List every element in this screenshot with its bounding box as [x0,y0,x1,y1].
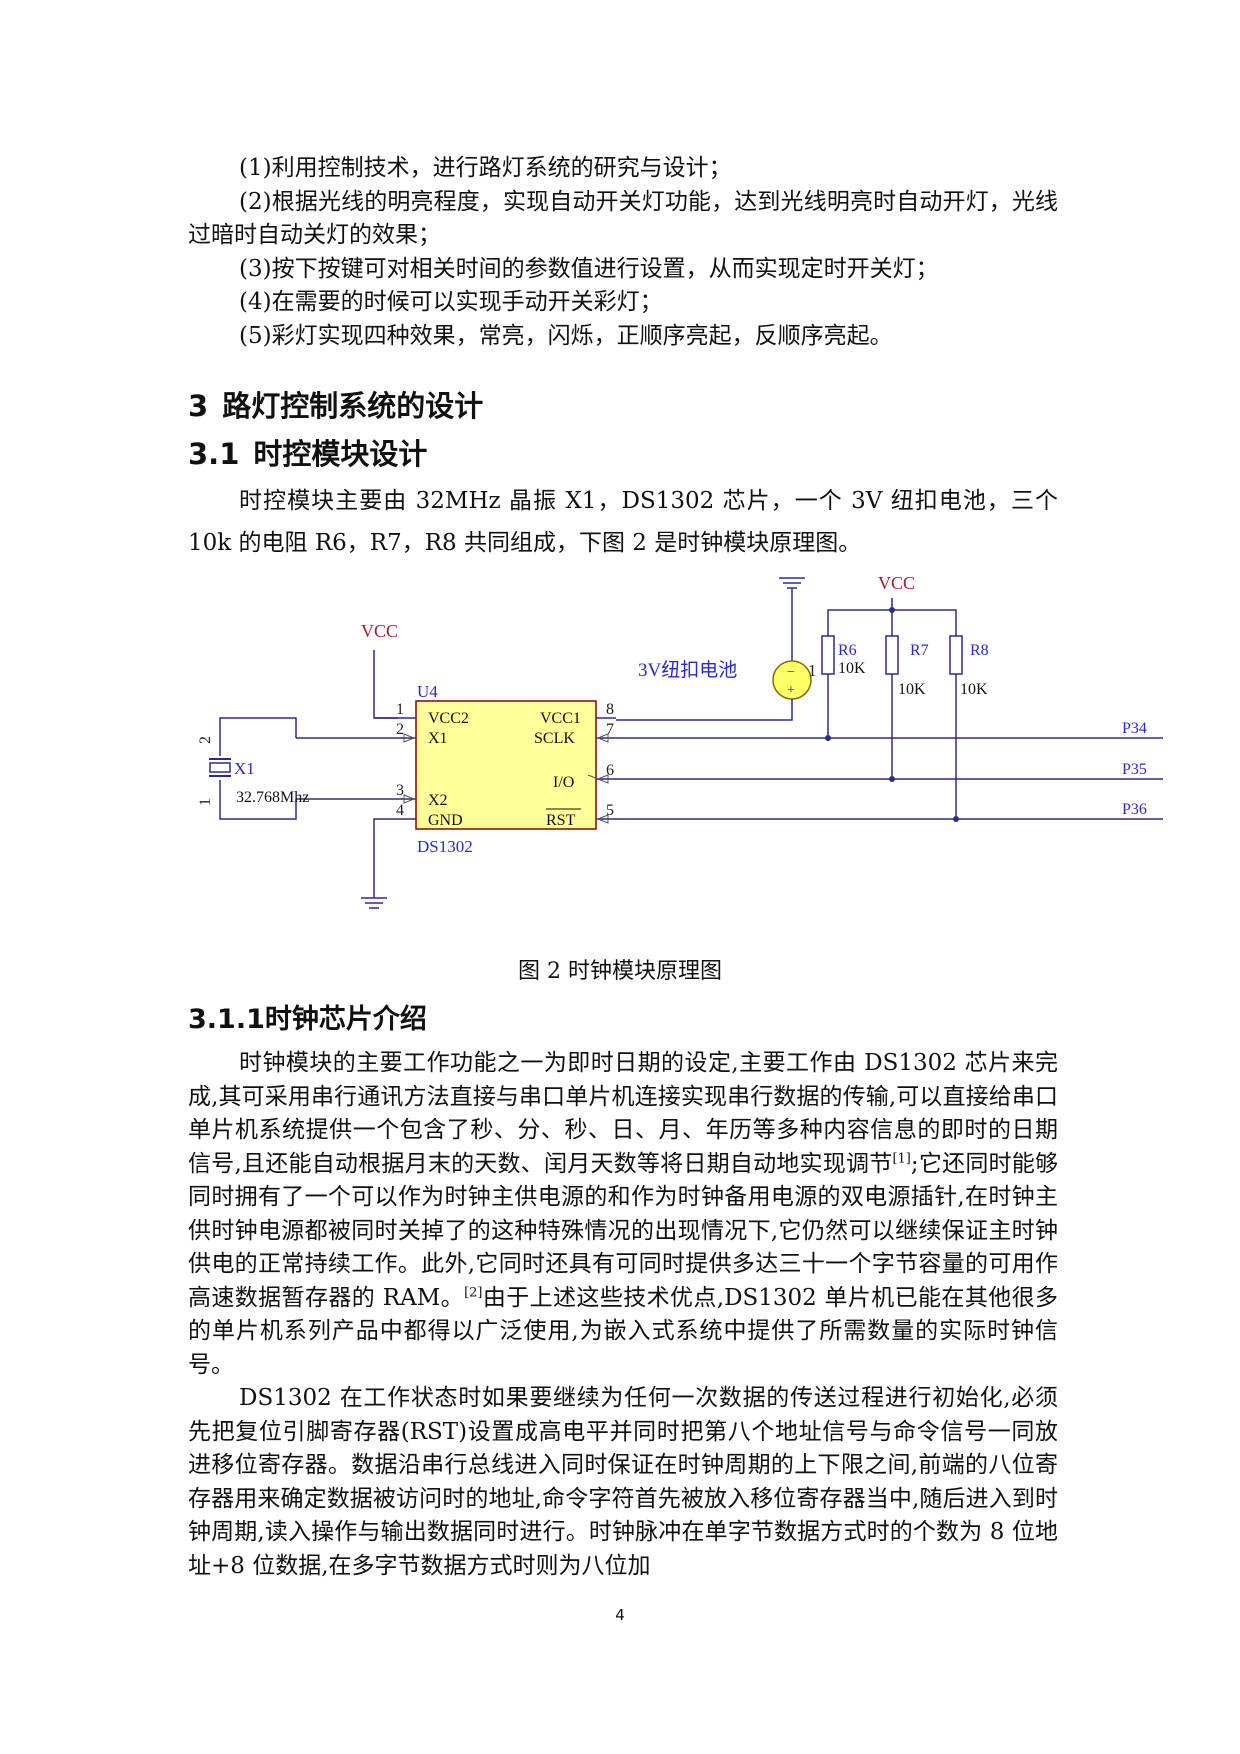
battery-label: 3V纽扣电池 [638,659,737,681]
battery-plus: + [787,683,795,698]
battery-pin: 1 [808,661,817,680]
section-3-1-heading: 3.1 时控模块设计 [188,431,1058,473]
r7-label: R7 [910,642,929,659]
section-number: 3 [188,389,209,423]
r8-value: 10K [960,681,988,698]
clock-module-schematic: − + 3V纽扣电池 1 VCC U4 DS1302 VCC2 X1 X2 GN… [197,573,1163,909]
pin-number: 8 [606,701,614,718]
paragraph-text: 时钟模块的主要工作功能之一为即时日期的设定,主要工作由 DS1302 芯片来完成… [188,1050,1058,1177]
net-label-p36: P36 [1122,801,1147,818]
pin-name-x2: X2 [428,792,448,809]
section-number: 3.1 [188,437,240,471]
ground-symbol-bottom [361,897,387,909]
page-number: 4 [615,1606,625,1624]
list-item: (1)利用控制技术，进行路灯系统的研究与设计； [239,155,732,181]
section-title: 时钟芯片介绍 [264,1004,427,1035]
r8-label: R8 [970,642,989,659]
section-title: 路灯控制系统的设计 [222,389,484,423]
pin-name-gnd: GND [428,812,463,829]
pin-name-rst: RST [546,812,576,829]
ground-symbol-top [779,577,805,664]
pin-name-sclk: SCLK [534,730,575,747]
pin-number: 2 [396,721,404,738]
figure-caption: 图 2 时钟模块原理图 [518,959,722,984]
resistor-r8 [949,635,963,675]
paragraph-text: 由于上述这些技术优点,DS1302 单片机已能在其他很多的单片机系列产品中都得以… [188,1284,1058,1378]
pin-number: 3 [396,782,404,799]
section-3-heading: 3 路灯控制系统的设计 [188,383,1058,425]
objectives-list: (1)利用控制技术，进行路灯系统的研究与设计； (2)根据光线的明亮程度，实现自… [188,152,1058,353]
crystal-pin-bottom: 1 [197,798,214,806]
pin-name-x1: X1 [428,730,448,747]
r6-label: R6 [838,642,857,659]
pin-number: 6 [606,762,614,779]
vcc-label-right: VCC [878,573,915,593]
paragraph: DS1302 在工作状态时如果要继续为任何一次数据的传送过程进行初始化,必须先把… [188,1385,1058,1579]
paragraph-text: ;它还同时能够同时拥有了一个可以作为时钟主供电源的和作为时钟备用电源的双电源插针… [188,1150,1059,1311]
ds1302-chip [415,700,597,830]
chip-name: DS1302 [417,837,473,856]
crystal-refdes: X1 [234,759,255,778]
vcc-label-left: VCC [361,621,398,641]
list-item: (5)彩灯实现四种效果，常亮，闪烁，正顺序亮起，反顺序亮起。 [239,322,893,349]
pin-number: 5 [606,802,614,819]
list-item: (4)在需要的时候可以实现手动开关彩灯； [239,289,663,315]
paragraph: 时钟模块的主要工作功能之一为即时日期的设定,主要工作由 DS1302 芯片来完成… [188,1047,1058,1382]
pin-name-vcc2: VCC2 [428,710,469,727]
net-label-p34: P34 [1122,720,1147,737]
crystal-frequency: 32.768Mhz [236,789,309,806]
list-item: (2)根据光线的明亮程度，实现自动开关灯功能，达到光线明亮时自动开灯，光线过暗时… [188,188,1058,249]
list-item: (3)按下按键可对相关时间的参数值进行设置，从而实现定时开关灯； [239,255,939,282]
battery-minus: − [787,665,795,680]
citation-1[interactable]: [1] [892,1150,911,1166]
section-3-1-1-body: 时钟模块的主要工作功能之一为即时日期的设定,主要工作由 DS1302 芯片来完成… [188,1047,1058,1583]
section-3-1-body: 时控模块主要由 32MHz 晶振 X1，DS1302 芯片，一个 3V 纽扣电池… [188,480,1058,564]
paragraph: 时控模块主要由 32MHz 晶振 X1，DS1302 芯片，一个 3V 纽扣电池… [188,488,1058,556]
pin-number: 1 [396,701,404,718]
citation-2[interactable]: [2] [464,1284,483,1300]
pin-number: 4 [396,802,404,819]
net-label-p35: P35 [1122,761,1147,778]
pin-name-vcc1: VCC1 [540,710,581,727]
section-title: 时控模块设计 [253,437,428,471]
crystal-symbol [209,758,231,777]
section-3-1-1-heading: 3.1.1时钟芯片介绍 [188,997,1058,1036]
resistor-r6 [821,635,835,675]
r6-value: 10K [838,660,866,677]
pin-number: 7 [606,721,614,738]
crystal-pin-top: 2 [197,736,214,744]
pin-name-io: I/O [553,774,574,791]
chip-refdes: U4 [417,682,438,701]
battery-symbol: − + [772,660,812,700]
section-number: 3.1.1 [188,1004,265,1035]
resistor-r7 [885,635,899,675]
r7-value: 10K [898,681,926,698]
